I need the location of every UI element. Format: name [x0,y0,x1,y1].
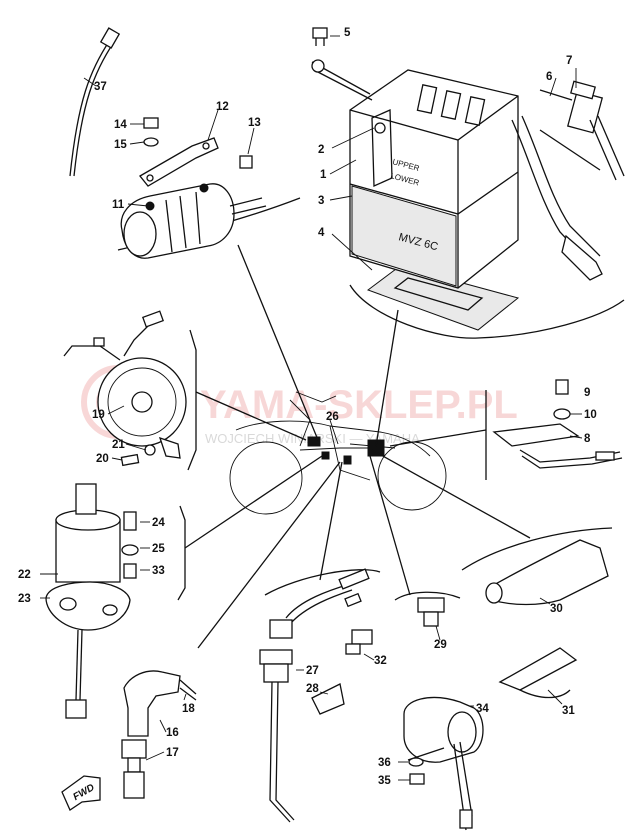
watermark: YAMA-SKLEP.PL WOJCIECH WINIARSKI — YAMAH… [81,365,518,446]
callout-15: 15 [114,139,127,151]
callout-32: 32 [374,655,387,667]
battery-pad [366,265,520,331]
relay-group [492,379,623,469]
horn-group [63,310,187,467]
starter-motor-group [69,27,267,259]
callout-31: 31 [562,705,575,717]
connector-icon [343,455,352,465]
callout-24: 24 [152,517,165,529]
fwd-arrow-icon [61,775,101,811]
main-switch-group [45,483,139,719]
callout-20: 20 [96,453,109,465]
callout-8: 8 [584,433,591,445]
callout-3: 3 [318,195,324,207]
callout-29: 29 [434,639,447,651]
callout-25: 25 [152,543,165,555]
callout-35: 35 [378,775,391,787]
callouts: 5 7 6 2 1 3 4 37 12 13 14 15 11 19 21 20… [18,27,597,787]
connector-block-icon [307,436,321,447]
callout-22: 22 [18,569,31,581]
condenser-group [403,696,484,831]
callout-10: 10 [584,409,597,421]
callout-26: 26 [326,411,339,423]
callout-34: 34 [476,703,489,715]
callout-33: 33 [152,565,165,577]
callout-12: 12 [216,101,229,113]
callout-21: 21 [112,439,125,451]
callout-5: 5 [344,27,351,39]
callout-14: 14 [114,119,127,131]
callout-37: 37 [94,81,107,93]
callout-6: 6 [546,71,552,83]
callout-30: 30 [550,603,563,615]
callout-9: 9 [584,387,590,399]
callout-23: 23 [18,593,31,605]
callout-28: 28 [306,683,319,695]
watermark-main-text: YAMA-SKLEP.PL [200,383,518,427]
callout-7: 7 [566,55,572,67]
battery-group: UPPER LOWER MVZ 6C [311,27,625,331]
callout-2: 2 [318,144,324,156]
leader-lines [184,244,531,649]
sensor-group [259,568,445,823]
callout-17: 17 [166,747,179,759]
spark-plug-group: FWD [61,670,197,811]
callout-18: 18 [182,703,195,715]
callout-36: 36 [378,757,391,769]
callout-13: 13 [248,117,261,129]
boot-clip-group [485,539,609,699]
callout-19: 19 [92,409,105,421]
callout-4: 4 [318,227,325,239]
callout-1: 1 [320,169,327,181]
callout-11: 11 [112,199,125,211]
callout-27: 27 [306,665,319,677]
callout-16: 16 [166,727,179,739]
connector-icon [321,451,330,460]
